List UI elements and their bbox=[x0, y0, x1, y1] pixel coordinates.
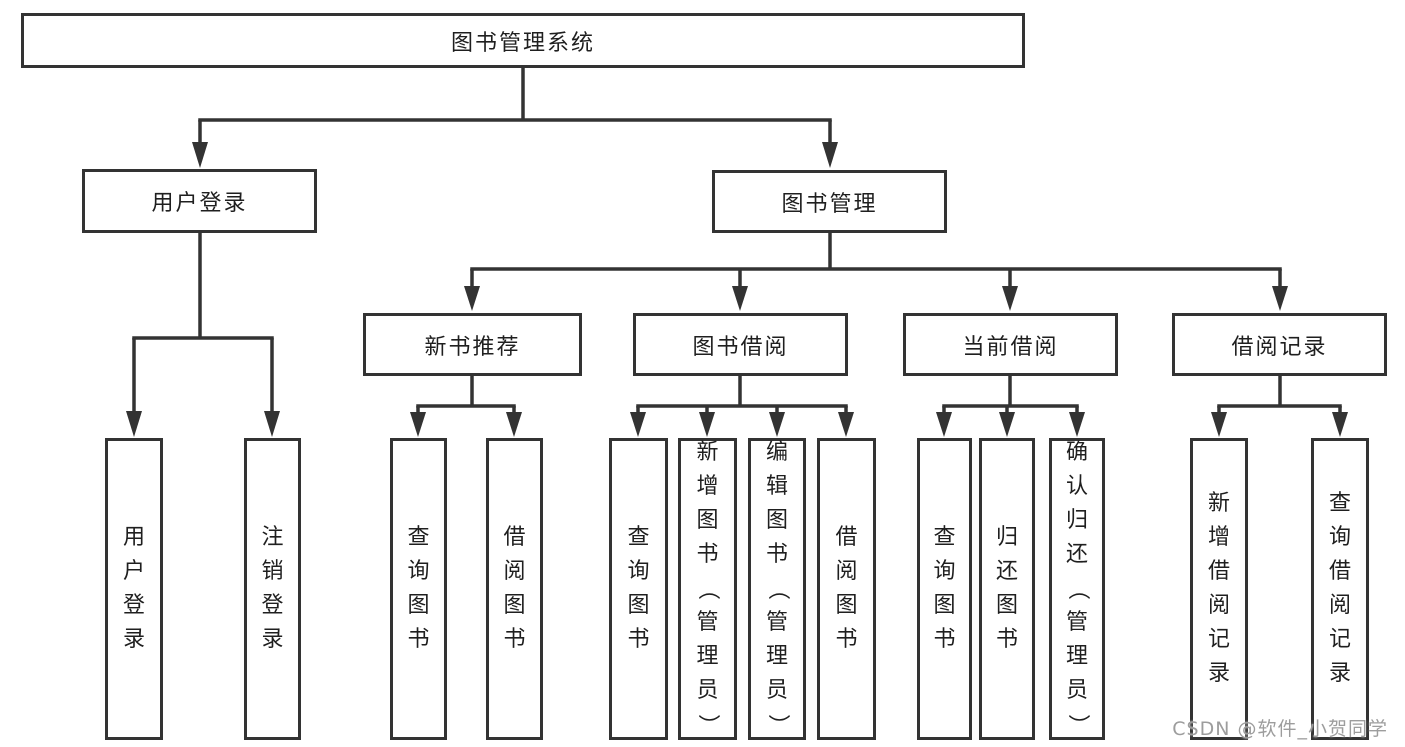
leaf-nb-borrow-book: 借阅图书 bbox=[486, 438, 543, 740]
leaf-nb-query-book: 查询图书 bbox=[390, 438, 447, 740]
node-user-login: 用户登录 bbox=[82, 169, 317, 233]
node-book-management: 图书管理 bbox=[712, 170, 947, 233]
leaf-bw-query-book: 查询图书 bbox=[609, 438, 668, 740]
node-root: 图书管理系统 bbox=[21, 13, 1025, 68]
leaf-logout: 注销登录 bbox=[244, 438, 301, 740]
leaf-cb-return-book: 归还图书 bbox=[979, 438, 1035, 740]
leaf-user-login: 用户登录 bbox=[105, 438, 163, 740]
leaf-br-add-record: 新增借阅记录 bbox=[1190, 438, 1248, 740]
node-root-label: 图书管理系统 bbox=[450, 30, 595, 56]
node-user-login-label: 用户登录 bbox=[151, 191, 248, 216]
csdn-watermark: CSDN @软件_小贺同学 bbox=[1172, 718, 1388, 740]
node-book-borrow: 图书借阅 bbox=[633, 313, 848, 376]
leaf-cb-confirm-return-admin: 确认归还（管理员） bbox=[1049, 438, 1105, 740]
node-current-borrow-label: 当前借阅 bbox=[962, 334, 1059, 360]
leaf-cb-query-book: 查询图书 bbox=[917, 438, 972, 740]
leaf-bw-edit-book-admin: 编辑图书（管理员） bbox=[748, 438, 806, 740]
node-book-management-label: 图书管理 bbox=[781, 191, 878, 217]
leaf-bw-borrow-book: 借阅图书 bbox=[817, 438, 876, 740]
node-new-book-recommend: 新书推荐 bbox=[363, 313, 582, 376]
node-book-borrow-label: 图书借阅 bbox=[692, 334, 789, 360]
leaf-bw-add-book-admin: 新增图书（管理员） bbox=[678, 438, 737, 740]
node-borrow-record: 借阅记录 bbox=[1172, 313, 1387, 376]
node-new-book-recommend-label: 新书推荐 bbox=[424, 334, 521, 360]
node-borrow-record-label: 借阅记录 bbox=[1231, 334, 1328, 360]
leaf-br-query-record: 查询借阅记录 bbox=[1311, 438, 1369, 740]
node-current-borrow: 当前借阅 bbox=[903, 313, 1118, 376]
